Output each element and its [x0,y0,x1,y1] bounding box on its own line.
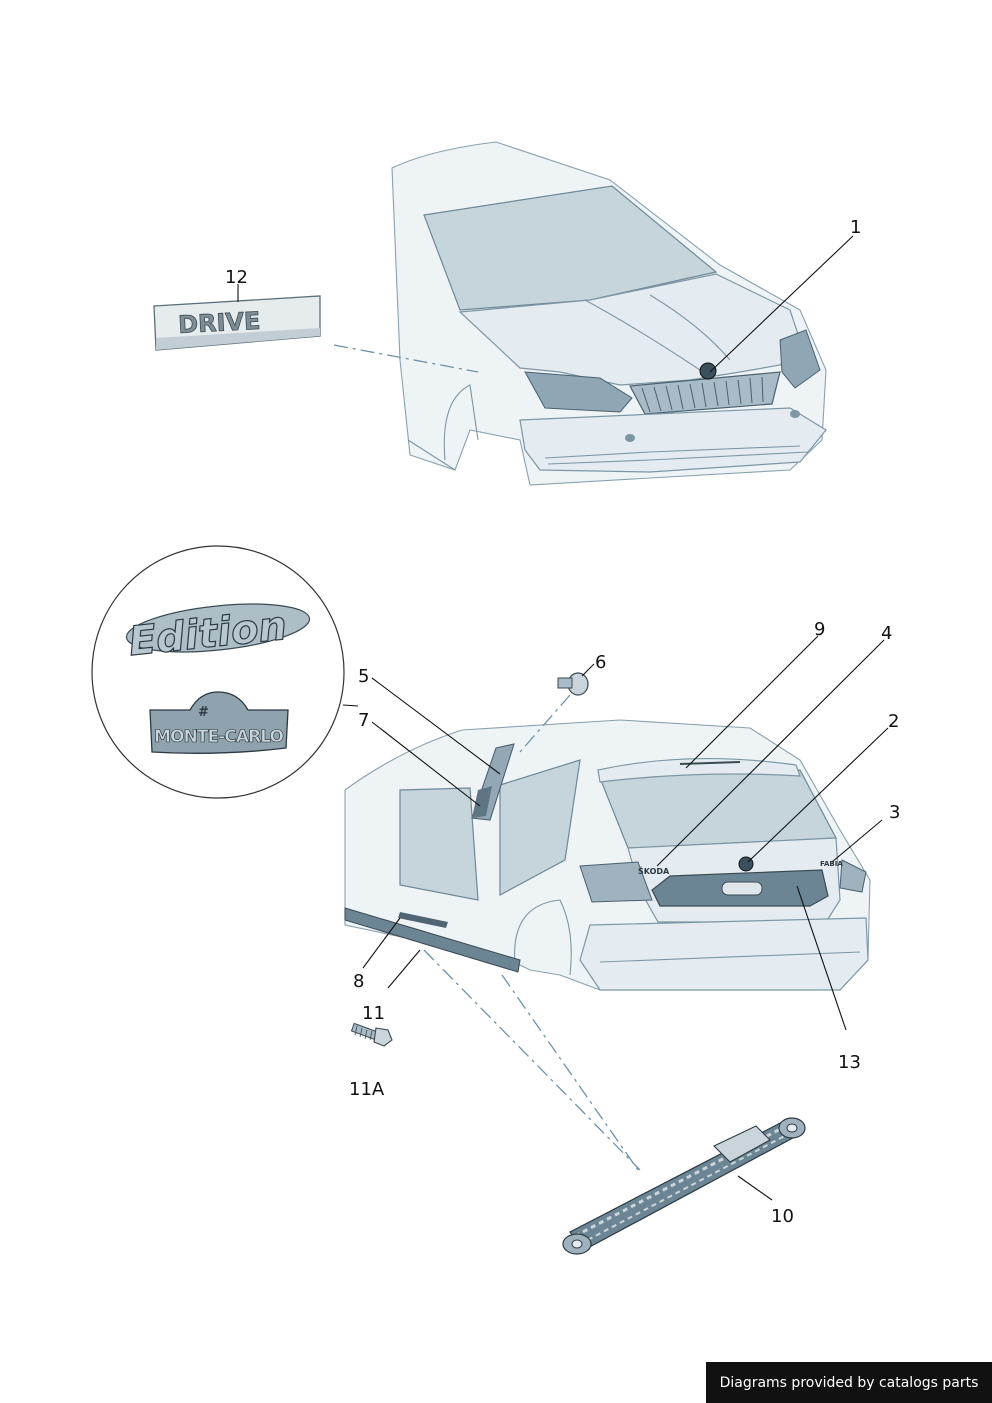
tail-light-right [839,859,867,893]
rear-window [599,769,837,849]
callout-3: 3 [889,802,900,823]
callout-10: 10 [771,1206,794,1227]
emblem-detail-circle: Edition # MONTE-CARLO [91,545,359,799]
rear-bumper [579,917,869,991]
monte-carlo-badge: # MONTE-CARLO [149,691,289,754]
drive-badge-text: DRIVE [177,307,261,339]
bracket-part [562,1117,806,1255]
front-car-illustration [391,141,827,486]
rear-fabia-lettering: FABIA [820,860,843,868]
front-grille [629,371,781,415]
callout-11a: 11A [349,1079,385,1100]
callout-labels: 1 12 9 4 6 5 2 7 3 8 11 13 11A 10 [225,217,900,1227]
headlight-right [779,329,821,389]
callout-2: 2 [888,711,899,732]
door-opening [399,787,479,901]
rear-skoda-lettering: ŠKODA [638,865,670,876]
monte-carlo-badge-text: MONTE-CARLO [154,727,284,747]
rear-spoiler [597,758,801,783]
tail-light-left [579,861,653,903]
callout-6: 6 [595,652,606,673]
callout-4: 4 [881,623,892,644]
callout-8: 8 [353,971,364,992]
bolt-part [350,1022,393,1047]
front-emblem [699,362,717,380]
footer-credit: Diagrams provided by catalogs parts [706,1362,992,1403]
rear-car-illustration: ŠKODA FABIA [344,719,871,991]
callout-7: 7 [358,710,369,731]
callout-13: 13 [838,1052,861,1073]
headlight-left [524,371,633,413]
rear-side-window [499,759,581,897]
callout-1: 1 [850,217,861,238]
monte-carlo-badge-flag: # [198,705,209,720]
front-bumper [519,407,827,473]
leader-lines [237,235,889,1201]
callout-9: 9 [814,619,825,640]
callout-5: 5 [358,666,369,687]
drive-badge: DRIVE [153,295,321,351]
windshield [423,185,718,311]
callout-12: 12 [225,267,248,288]
front-hood [458,273,801,386]
callout-11: 11 [362,1003,385,1024]
door-sill-trim [344,907,521,973]
clip-part [557,672,589,696]
